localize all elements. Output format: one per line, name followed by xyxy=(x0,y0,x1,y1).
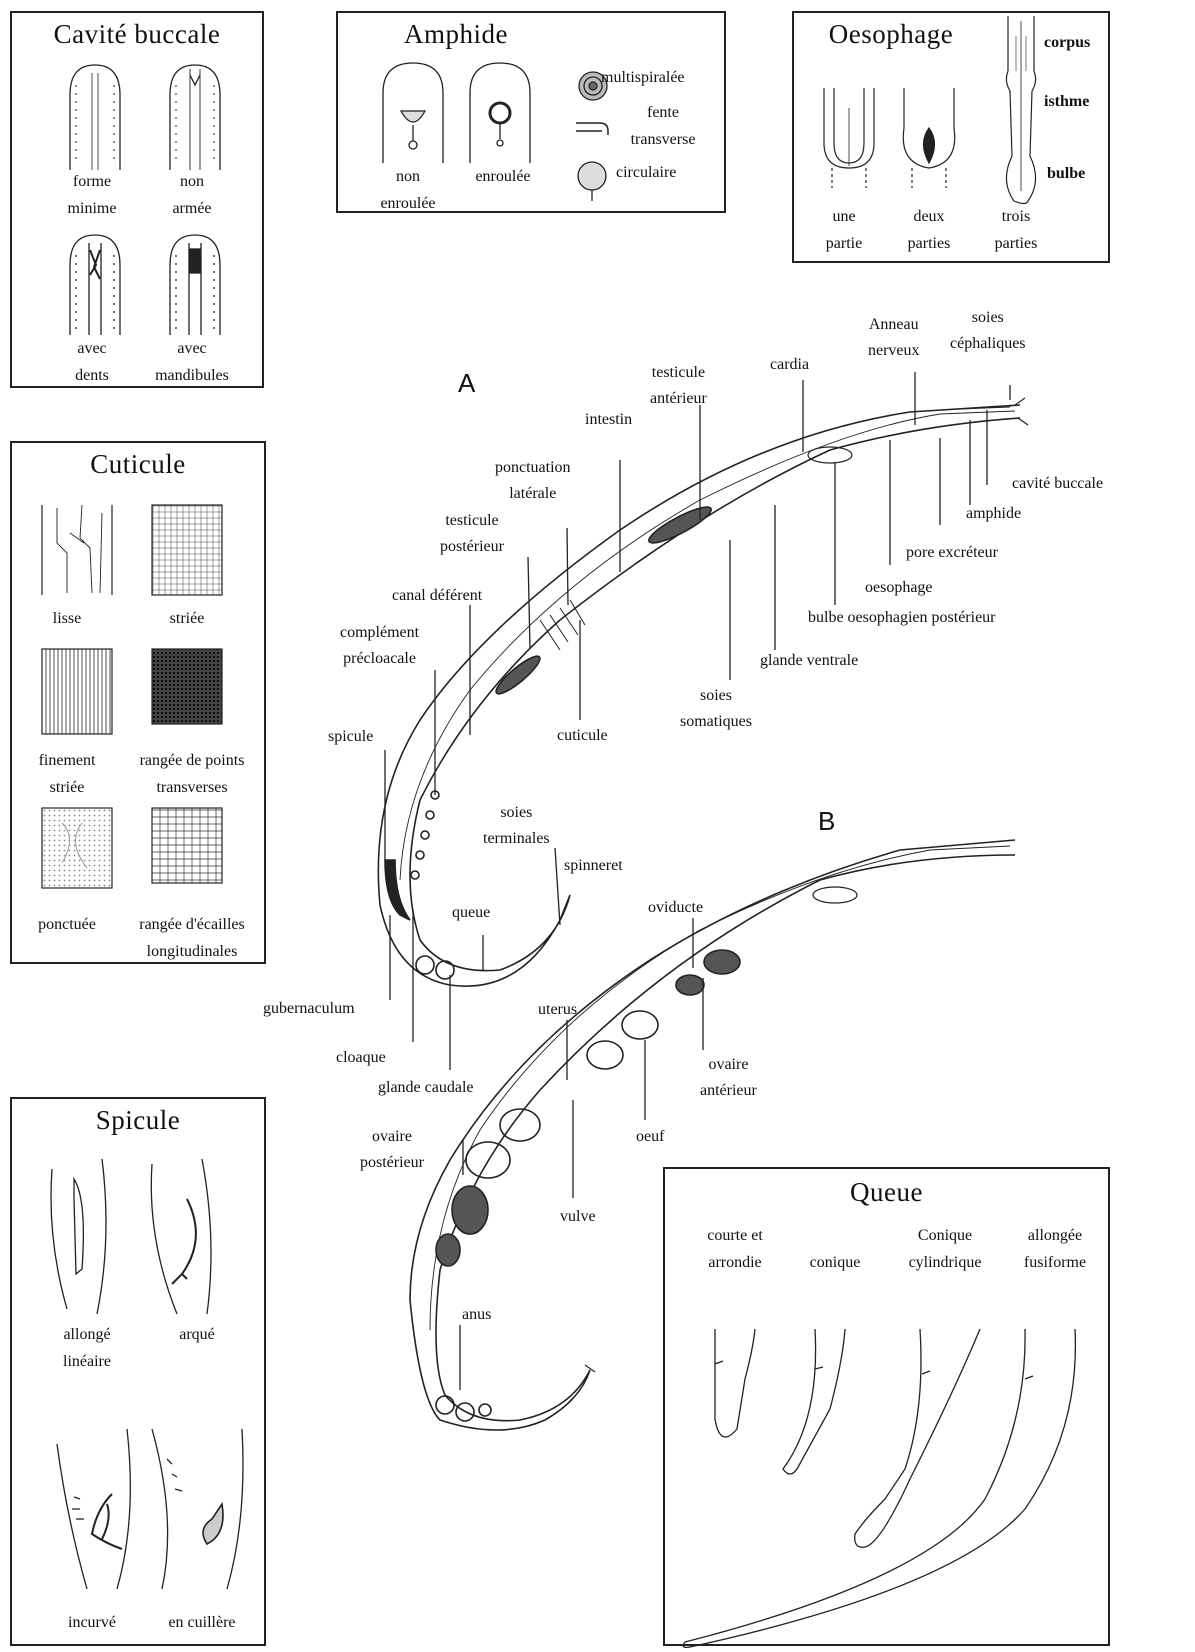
amphide-item-enroulee: enroulée xyxy=(448,163,558,190)
label-oesophage: oesophage xyxy=(865,575,933,601)
label-oeuf: oeuf xyxy=(636,1124,664,1150)
label-cavite-buccale: cavité buccale xyxy=(1012,471,1103,497)
label-cuticule: cuticule xyxy=(557,723,608,749)
cavite-buccale-panel: Cavité buccale xyxy=(10,11,264,388)
label-vulve: vulve xyxy=(560,1204,596,1230)
spicule-item-arque: arqué xyxy=(162,1321,232,1348)
label-canal-deferent: canal déférent xyxy=(392,583,482,609)
spicule-item-cuillere: en cuillère xyxy=(152,1609,252,1636)
label-oviducte: oviducte xyxy=(648,895,703,921)
label-spicule: spicule xyxy=(328,724,373,750)
cuticule-item-lisse: lisse xyxy=(32,605,102,632)
cuticule-item-striee: striée xyxy=(147,605,227,632)
label-cloaque: cloaque xyxy=(336,1045,386,1071)
label-gubernaculum: gubernaculum xyxy=(263,996,355,1022)
label-intestin: intestin xyxy=(585,407,632,433)
spicule-item-incurve: incurvé xyxy=(52,1609,132,1636)
label-glande-caudale: glande caudale xyxy=(378,1075,474,1101)
label-cardia: cardia xyxy=(770,352,809,378)
label-amphide: amphide xyxy=(966,501,1021,527)
label-queue: queue xyxy=(452,900,490,926)
amphide-item-multispiralee: multispiralée xyxy=(601,65,685,91)
cuticule-drawings xyxy=(12,443,268,966)
label-pore-excreteur: pore excréteur xyxy=(906,540,998,566)
cuticule-item-ponctuee: ponctuée xyxy=(27,911,107,938)
label-anus: anus xyxy=(462,1302,491,1328)
label-glande-ventrale: glande ventrale xyxy=(760,648,858,674)
queue-item-conique: conique xyxy=(795,1249,875,1276)
oesophage-part-isthme: isthme xyxy=(1044,89,1089,115)
label-bulbe-oesophagien: bulbe oesophagien postérieur xyxy=(808,605,996,631)
female-label: B xyxy=(818,806,835,837)
label-spinneret: spinneret xyxy=(564,853,623,879)
oesophage-part-corpus: corpus xyxy=(1044,30,1090,56)
male-label: A xyxy=(458,368,475,399)
amphide-item-circulaire: circulaire xyxy=(616,160,676,186)
oesophage-part-bulbe: bulbe xyxy=(1047,161,1085,187)
label-uterus: uterus xyxy=(538,997,577,1023)
